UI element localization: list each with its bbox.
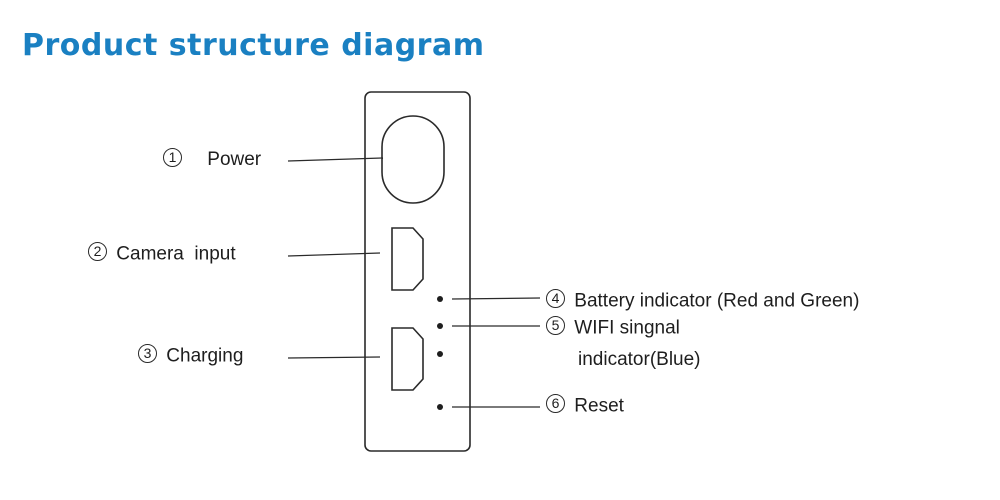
power-button-outline <box>381 115 445 204</box>
number-badge-4: 4 <box>546 289 565 309</box>
number-badge-1: 1 <box>163 148 182 168</box>
wifi-indicator-dot <box>437 323 443 329</box>
label-reset: 6 Reset <box>546 394 624 417</box>
label-power: 1 Power <box>163 148 262 171</box>
battery-indicator-dot <box>437 296 443 302</box>
label-wifi-indicator-text-line2: indicator(Blue) <box>578 349 701 370</box>
number-badge-5: 5 <box>546 316 565 336</box>
reset-dot <box>437 404 443 410</box>
label-camera-input: 2 Camera input <box>88 242 236 265</box>
label-camera-input-text: Camera input <box>116 243 236 265</box>
label-charging: 3 Charging <box>138 344 244 367</box>
label-reset-text: Reset <box>574 395 624 417</box>
number-badge-2: 2 <box>88 242 107 262</box>
wifi-indicator-dot-2 <box>437 351 443 357</box>
label-power-text: Power <box>207 149 262 171</box>
number-badge-3: 3 <box>138 344 157 364</box>
power-leader-line <box>287 157 384 162</box>
label-charging-text: Charging <box>166 345 244 367</box>
number-badge-6: 6 <box>546 394 565 414</box>
device-body <box>364 91 471 452</box>
camera-leader-line <box>287 252 381 257</box>
label-battery-indicator: 4 Battery indicator (Red and Green) <box>546 289 860 312</box>
page-title: Product structure diagram <box>22 28 485 63</box>
charging-leader-line <box>287 356 381 359</box>
label-wifi-indicator-text: WIFI singnal <box>574 317 680 339</box>
battery-leader-line <box>451 297 541 300</box>
label-battery-indicator-text: Battery indicator (Red and Green) <box>574 290 860 312</box>
camera-port-outline <box>391 227 424 291</box>
label-wifi-indicator: 5 WIFI singnal <box>546 316 680 339</box>
charging-port-outline <box>391 327 424 391</box>
